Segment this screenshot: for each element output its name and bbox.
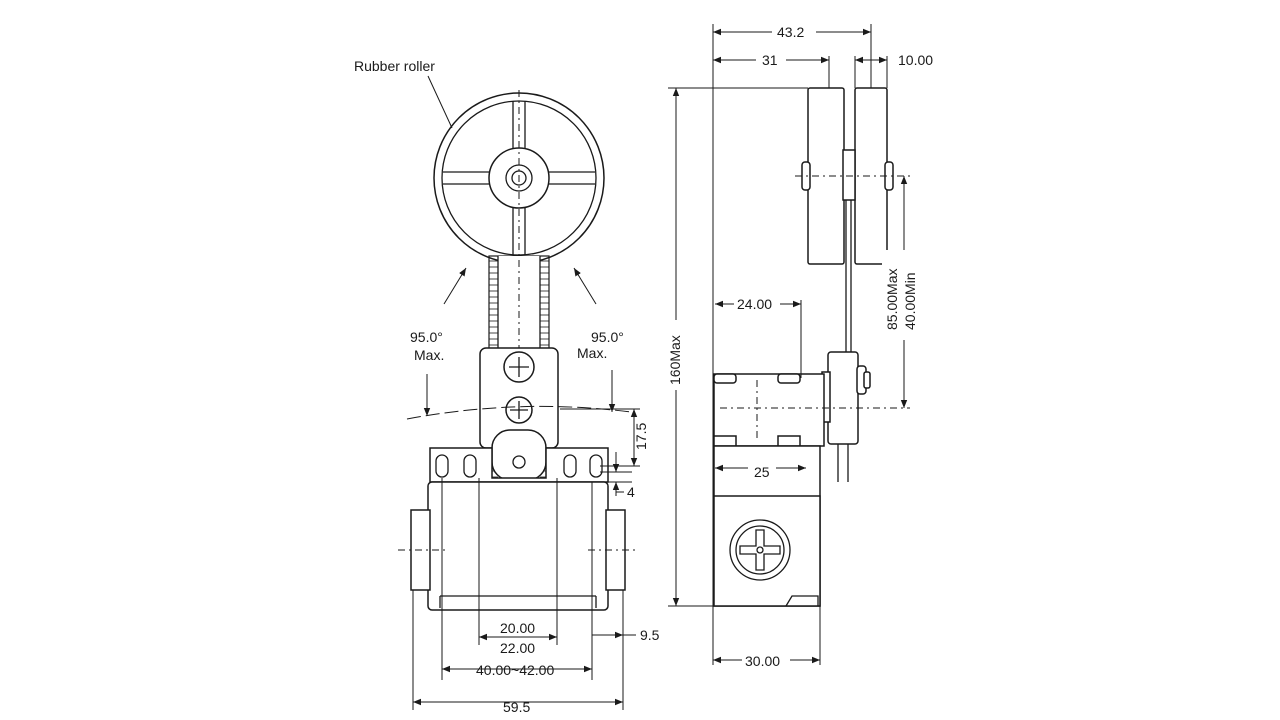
dim-59-5: 59.5 bbox=[503, 699, 530, 715]
dim-43-2: 43.2 bbox=[777, 24, 804, 40]
dim-17-5: 17.5 bbox=[633, 423, 649, 450]
side-head bbox=[713, 373, 910, 447]
dim-85-max: 85.00Max bbox=[884, 269, 900, 330]
dim-40-min: 40.00Min bbox=[902, 272, 918, 330]
dim-10: 10.00 bbox=[898, 52, 933, 68]
dim-40-42: 40.00~42.00 bbox=[476, 662, 554, 678]
dim-30: 30.00 bbox=[745, 653, 780, 669]
dim-24: 24.00 bbox=[737, 296, 772, 312]
angle-right-max-label: Max. bbox=[577, 345, 607, 361]
dim-4: 4 bbox=[627, 484, 635, 500]
dim-25: 25 bbox=[754, 464, 770, 480]
angle-left-max-label: Max. bbox=[414, 347, 444, 363]
angle-left-label: 95.0° bbox=[410, 329, 443, 345]
dim-31: 31 bbox=[762, 52, 778, 68]
side-view: 43.2 31 10.00 160Max 24.00 85.00Max 40.0… bbox=[662, 22, 933, 669]
dim-160: 160Max bbox=[667, 335, 683, 385]
switch-housing bbox=[398, 478, 638, 710]
side-rollers bbox=[795, 87, 910, 265]
angle-right-label: 95.0° bbox=[591, 329, 624, 345]
side-hub bbox=[821, 351, 871, 482]
dim-22: 22.00 bbox=[500, 640, 535, 656]
dim-20: 20.00 bbox=[500, 620, 535, 636]
rubber-roller-label: Rubber roller bbox=[354, 58, 435, 74]
dim-9-5: 9.5 bbox=[640, 627, 660, 643]
front-view: Rubber roller 95.0° Max. 95.0° Max. 17.5… bbox=[354, 58, 660, 715]
